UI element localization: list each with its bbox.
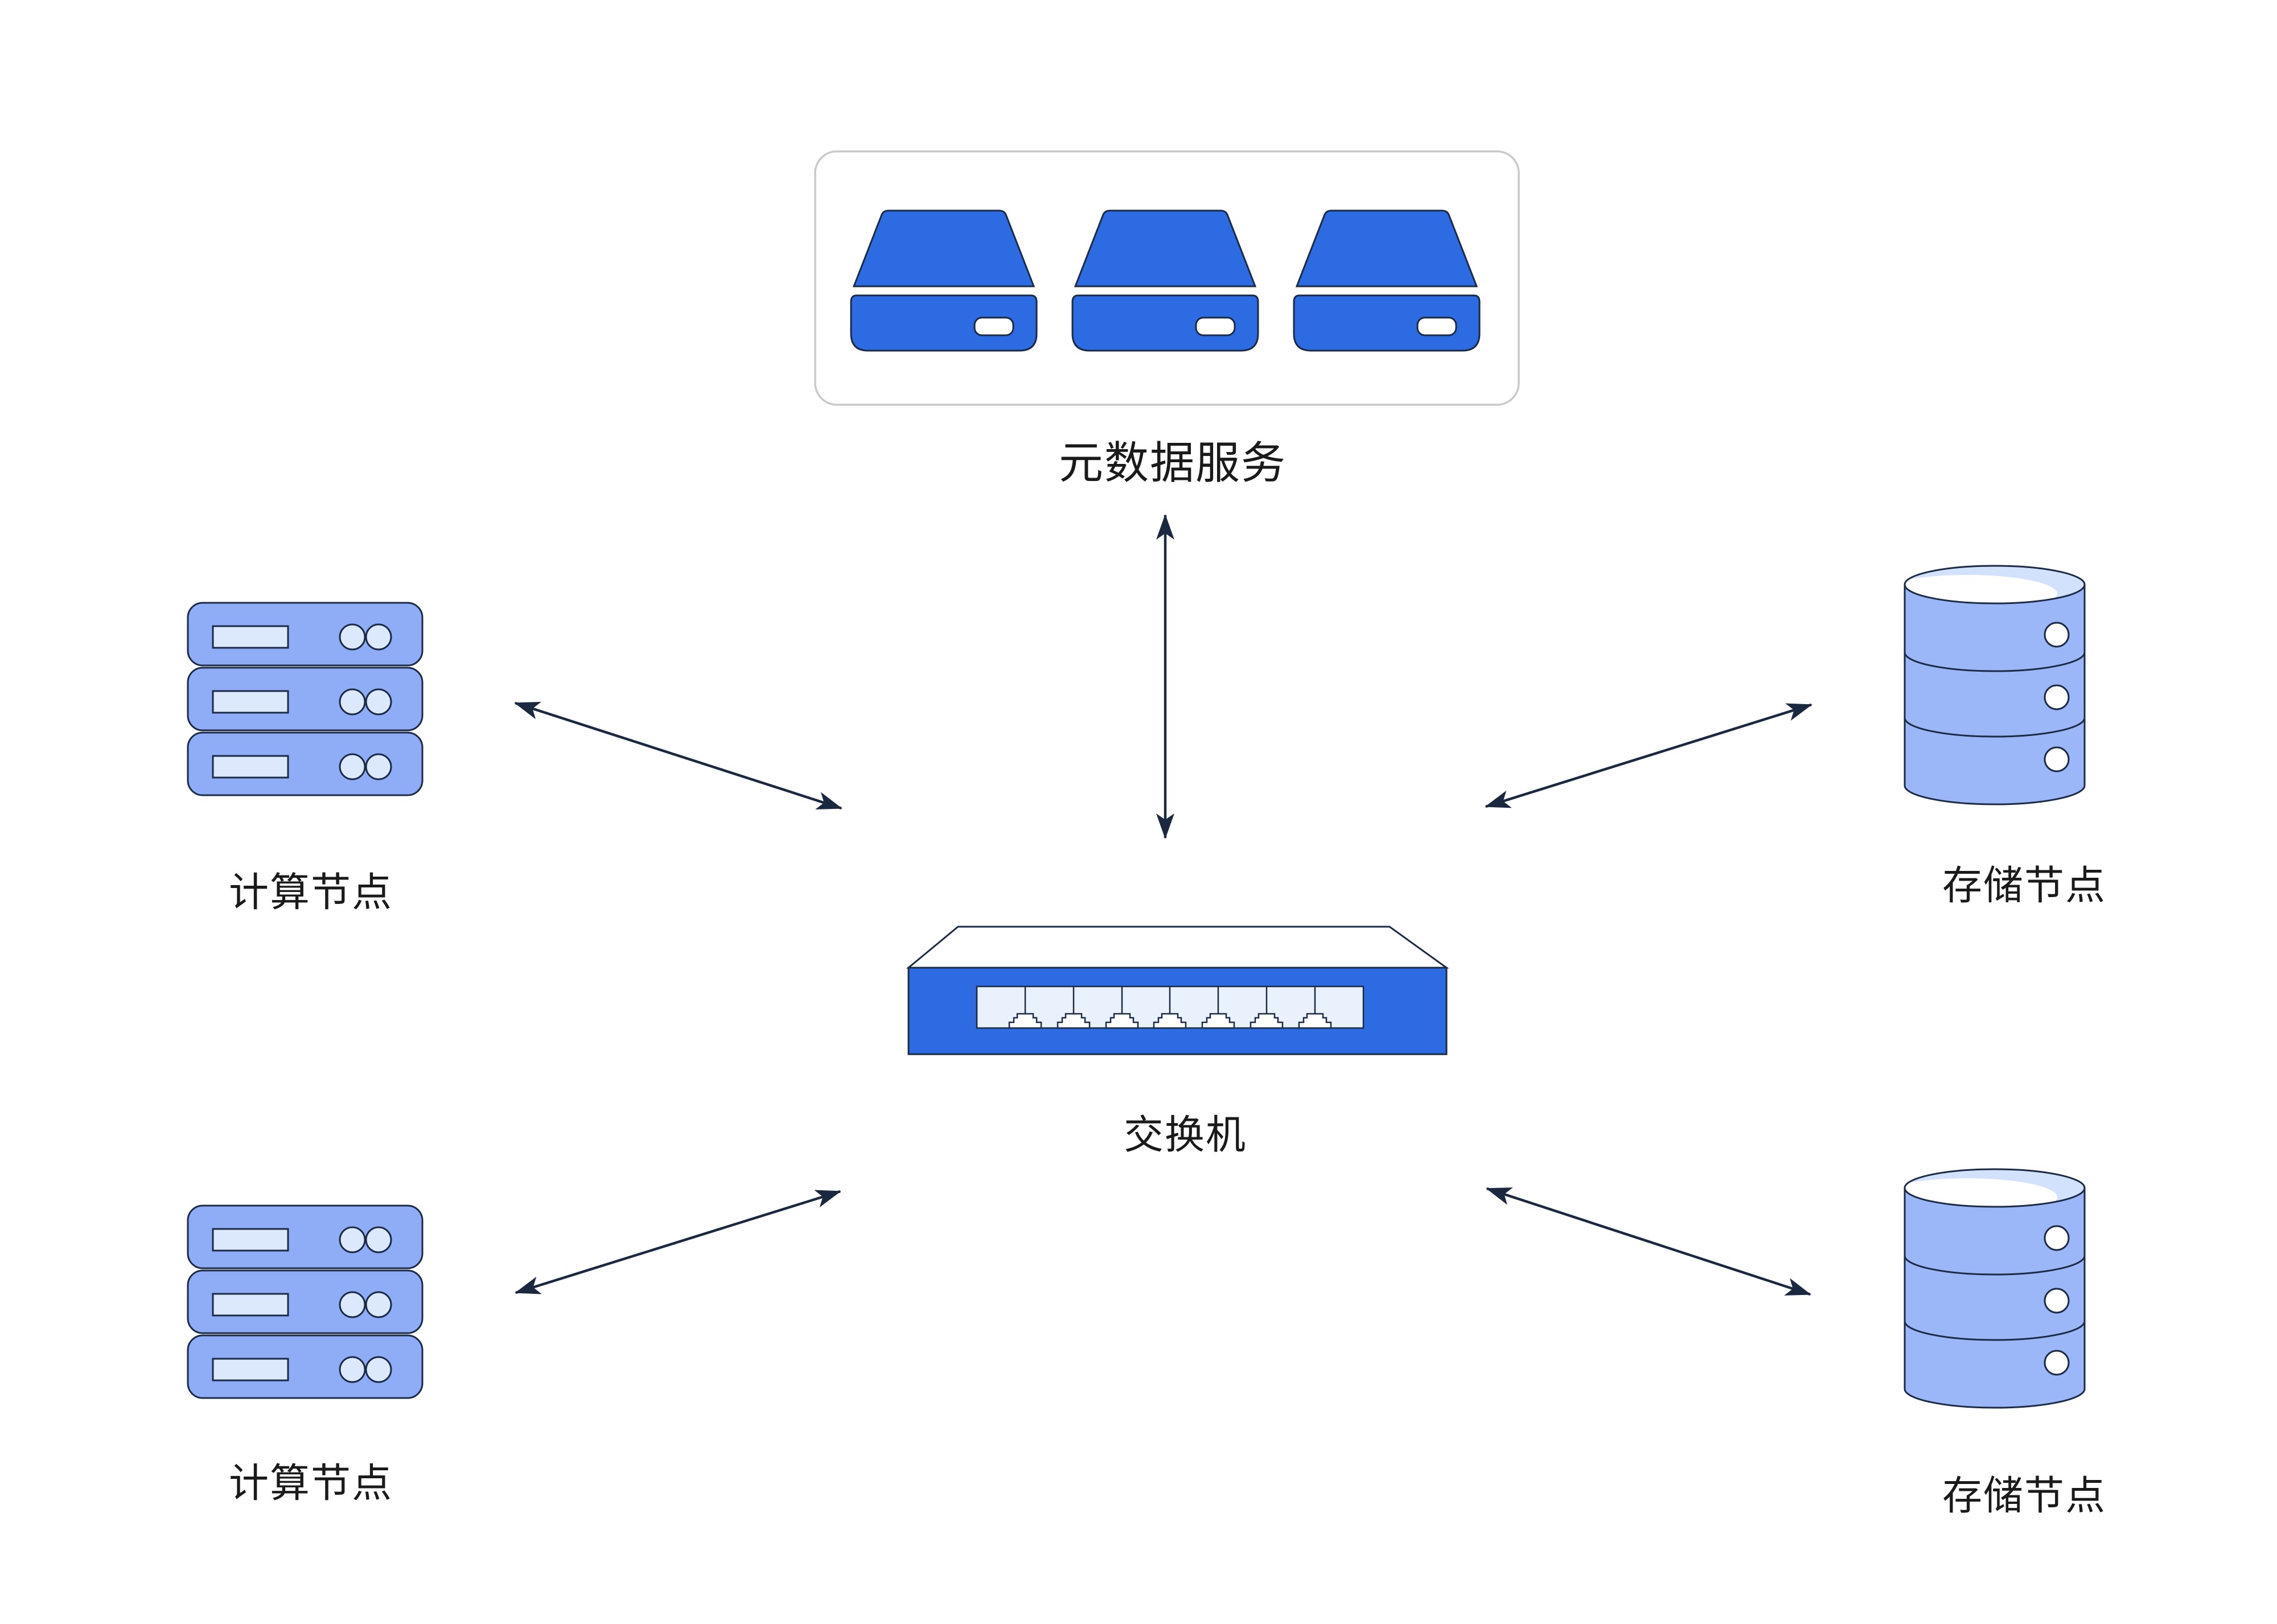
compute-node-bottom-label: 计算节点 [229, 1461, 393, 1506]
metadata-service-label: 元数据服务 [1058, 438, 1287, 488]
storage-node-bottom-label: 存储节点 [1942, 1473, 2106, 1518]
server-rack-icon [188, 603, 422, 795]
switch-top-face [906, 926, 1449, 969]
port-dividers [1024, 987, 1316, 1014]
network-switch-icon [906, 926, 1449, 1055]
disk-drive-icon [850, 209, 1038, 352]
arrow-storage-top-switch [1485, 703, 1812, 808]
compute-node-top-label: 计算节点 [229, 870, 393, 915]
arrow-compute-top-switch [514, 701, 842, 810]
metadata-service-node [814, 150, 1520, 406]
disk-drive-icon [1293, 209, 1481, 352]
server-rack-icon [188, 1206, 422, 1398]
switch-label: 交换机 [1124, 1112, 1247, 1157]
disk-drive-icon [1071, 209, 1259, 352]
database-icon [1877, 1169, 2085, 1408]
connections-layer [514, 514, 1812, 1296]
storage-node-top-label: 存储节点 [1942, 863, 2106, 908]
database-icon [1877, 566, 2085, 804]
arrow-compute-bottom-switch [515, 1190, 841, 1294]
arrow-storage-bottom-switch [1486, 1187, 1811, 1296]
